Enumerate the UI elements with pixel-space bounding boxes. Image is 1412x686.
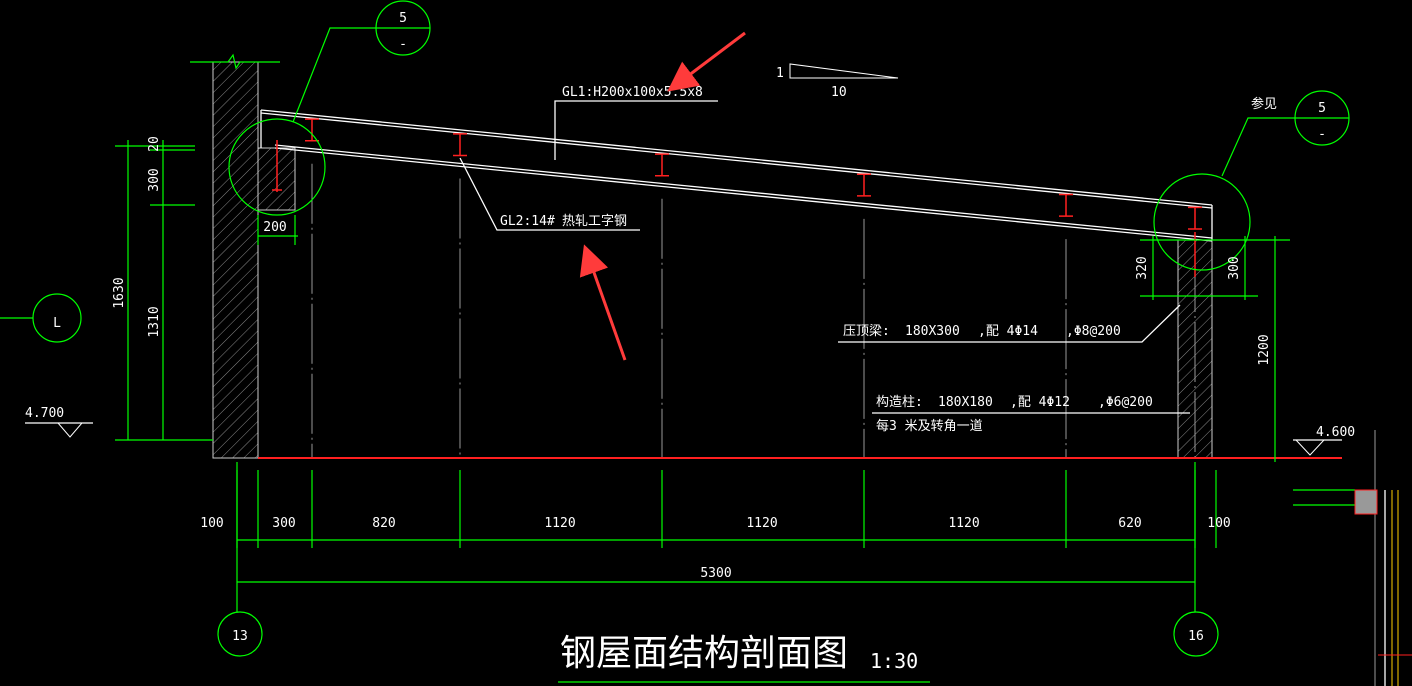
roof-beam-lower <box>274 144 1213 242</box>
axis-bubble-16[interactable] <box>1173 611 1219 657</box>
svg-text:20: 20 <box>147 136 162 152</box>
elevation-right: 4.600 <box>1293 425 1355 456</box>
dim-label: 1120 <box>746 516 777 531</box>
dim-label: 100 <box>1207 516 1230 531</box>
purlin-mark <box>857 173 871 197</box>
purlin-mark <box>655 153 669 177</box>
gl2-desc: 热轧工字钢 <box>562 214 627 229</box>
dim-label: 1120 <box>948 516 979 531</box>
dim-label: 300 <box>272 516 295 531</box>
column-note: 构造柱: 180X180 ,配 4Φ12 ,Φ6@200 每3 米及转角一道 <box>872 395 1190 434</box>
svg-text:300: 300 <box>1227 256 1242 279</box>
svg-text:,Φ6@200: ,Φ6@200 <box>1098 395 1153 410</box>
callout-sheet: - <box>399 37 407 52</box>
left-dimensions: 1630 1310 300 20 200 <box>112 136 298 441</box>
purlin-mark <box>1059 193 1073 217</box>
adjacent-detail-fragment <box>1293 430 1412 686</box>
svg-text:1: 1 <box>776 66 784 81</box>
svg-text:300: 300 <box>147 168 162 191</box>
gl1-label: GL1:H200x100x5.5x8 <box>562 85 703 100</box>
dim-label: 620 <box>1118 516 1141 531</box>
axis-label-13: 13 <box>232 629 248 644</box>
drawing-title: 钢屋面结构剖面图 <box>560 633 848 674</box>
dim-label: 100 <box>200 516 223 531</box>
dim-label: 1120 <box>544 516 575 531</box>
callout-number: 5 <box>399 11 407 26</box>
arrow-annotation <box>579 244 627 361</box>
svg-text:,配 4Φ14: ,配 4Φ14 <box>978 324 1038 339</box>
axis-label-16: 16 <box>1188 629 1204 644</box>
svg-text:1630: 1630 <box>112 277 127 308</box>
svg-text:1310: 1310 <box>147 306 162 337</box>
dim-label: 820 <box>372 516 395 531</box>
svg-text:320: 320 <box>1135 256 1150 279</box>
svg-text:压顶梁:: 压顶梁: <box>843 324 890 339</box>
callout-sheet: - <box>1318 127 1326 142</box>
coping-beam-note: 压顶梁: 180X300 ,配 4Φ14 ,Φ8@200 <box>838 304 1181 343</box>
svg-text:,配 4Φ12: ,配 4Φ12 <box>1010 395 1070 410</box>
svg-text:10: 10 <box>831 85 847 100</box>
arrow-annotation <box>667 31 746 92</box>
right-dimensions: 320 300 1200 <box>1135 236 1290 462</box>
svg-text:,Φ8@200: ,Φ8@200 <box>1066 324 1121 339</box>
slope-indicator: 1 10 <box>776 63 899 100</box>
axis-bubble-L[interactable] <box>32 293 82 343</box>
svg-text:4.700: 4.700 <box>25 406 64 421</box>
svg-text:1200: 1200 <box>1257 334 1272 365</box>
callout-number: 5 <box>1318 101 1326 116</box>
purlin-mark <box>1188 206 1202 230</box>
axis-label-L: L <box>53 316 61 331</box>
svg-text:每3 米及转角一道: 每3 米及转角一道 <box>876 418 983 434</box>
purlin-mark <box>453 133 467 157</box>
axis-bubble-13[interactable] <box>217 611 263 657</box>
total-dim: 5300 <box>700 566 731 581</box>
bottom-dimensions: 100 300 820 1120 1120 1120 620 100 <box>200 470 1231 548</box>
svg-text:180X180: 180X180 <box>938 395 993 410</box>
elevation-left: 4.700 <box>25 406 93 438</box>
detail-circle-left <box>228 118 326 216</box>
gl2-label: GL2:14# <box>500 214 555 229</box>
svg-text:4.600: 4.600 <box>1316 425 1355 440</box>
svg-text:构造柱:: 构造柱: <box>876 395 923 410</box>
see-ref-label: 参见 <box>1251 96 1277 112</box>
svg-text:180X300: 180X300 <box>905 324 960 339</box>
drawing-scale: 1:30 <box>870 649 918 673</box>
svg-text:200: 200 <box>263 220 286 235</box>
roof-beam-gl1 <box>260 109 1213 240</box>
detail-circle-right <box>1153 173 1251 271</box>
